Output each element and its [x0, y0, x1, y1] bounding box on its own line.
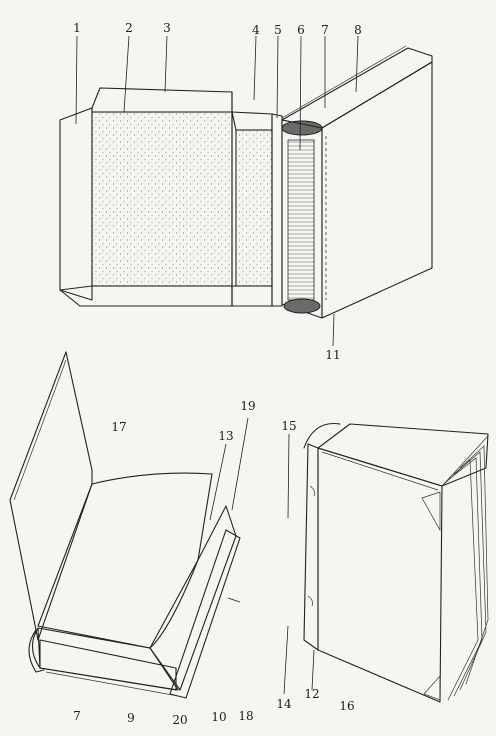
closed-front-cover: [317, 447, 443, 703]
front-board: [91, 111, 233, 287]
fanned-leaves: [441, 435, 489, 701]
callout-16: 16: [339, 699, 355, 713]
spine-board: [235, 129, 273, 287]
open-book-figure: [9, 351, 241, 699]
callout-13: 13: [218, 429, 234, 443]
fanned-top-pages: [317, 423, 489, 487]
callout-7-lower: 7: [73, 709, 81, 723]
callout-3: 3: [163, 21, 171, 35]
closed-book-figure: [303, 422, 489, 703]
headband-bottom: [283, 298, 321, 314]
callout-4: 4: [252, 23, 260, 37]
headband-top: [281, 120, 323, 136]
callout-18: 18: [238, 709, 254, 723]
callout-10: 10: [211, 710, 227, 724]
callout-17: 17: [111, 420, 127, 434]
callout-1: 1: [73, 21, 81, 35]
cover-turn-in-left: [59, 107, 93, 301]
callout-19: 19: [240, 399, 256, 413]
callout-2: 2: [125, 21, 133, 35]
exploded-case-figure: [59, 45, 433, 319]
callout-20: 20: [172, 713, 188, 727]
cover-turn-in-bottom: [59, 285, 233, 307]
open-book-block: [37, 627, 179, 691]
callout-12: 12: [304, 687, 320, 701]
callout-5: 5: [274, 23, 282, 37]
callout-15: 15: [281, 419, 297, 433]
callout-14: 14: [276, 697, 292, 711]
callout-9: 9: [127, 711, 135, 725]
back-board: [321, 61, 433, 319]
endpaper-page: [37, 472, 213, 649]
leader-lines: [75, 35, 359, 695]
cover-turn-in-top: [91, 87, 233, 113]
callout-7: 7: [321, 23, 329, 37]
open-front-cover: [9, 351, 93, 641]
top-edge-pages: [281, 47, 433, 129]
fore-edge-pages: [149, 505, 237, 691]
callout-8: 8: [354, 23, 362, 37]
closed-book-spine: [303, 443, 319, 651]
callout-6: 6: [297, 23, 305, 37]
open-back-cover: [169, 529, 241, 699]
callout-11: 11: [325, 348, 341, 362]
